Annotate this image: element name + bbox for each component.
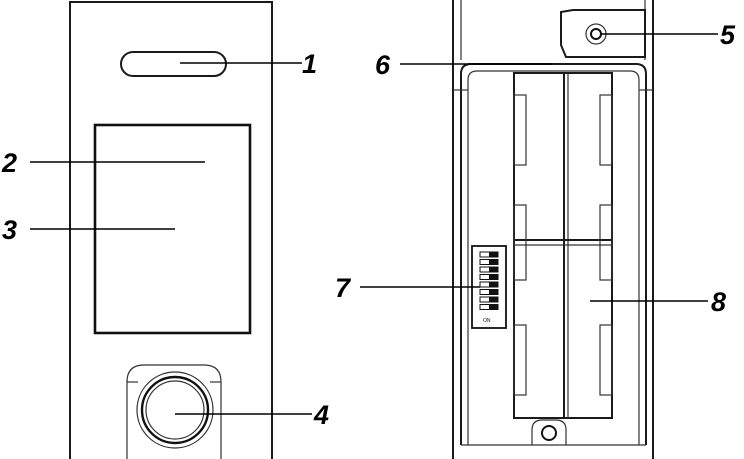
push-button [145,380,205,440]
dip-switch-lever [489,304,498,310]
dip-switch-lever [489,259,498,265]
callout-5: 5 [720,20,736,50]
contact-right-1 [599,94,613,166]
callout-7: 7 [335,273,352,303]
front-housing [69,1,273,459]
callout-1: 1 [302,49,317,79]
callout-8: 8 [711,287,726,317]
dip-switch-lever [489,297,498,302]
cover-bottom-tab [531,419,567,445]
screw-inner [590,28,602,40]
dip-switch-lever [489,289,498,295]
contact-right-2 [599,204,613,281]
contact-right-3 [599,324,613,396]
battery-cover [460,63,647,445]
callout-2: 2 [1,148,17,178]
contact-left-1 [513,94,527,166]
front-view: 1 2 3 4 [1,1,329,459]
battery-cover-inner [467,70,640,445]
callout-4: 4 [313,400,329,430]
contact-left-3 [513,324,527,396]
callout-6: 6 [375,50,391,80]
dip-switch-lever [489,282,498,287]
button-housing [126,364,222,459]
dip-switch-lever [489,274,498,280]
indicator-slot [120,51,227,77]
dip-switch-lever [489,267,498,272]
push-button-ring [136,371,214,449]
bottom-screw-hole [541,425,557,441]
dip-switch-lever [489,252,498,257]
contact-left-2 [513,204,527,281]
callout-3: 3 [2,215,17,245]
back-view: ON 5 6 7 8 [335,0,736,459]
dip-switch-on-label: ON [483,318,491,324]
dip-switch: ON [471,245,507,329]
push-button-outer [140,375,210,445]
screw-tab [560,9,646,58]
dip-switch-levers [479,251,499,310]
